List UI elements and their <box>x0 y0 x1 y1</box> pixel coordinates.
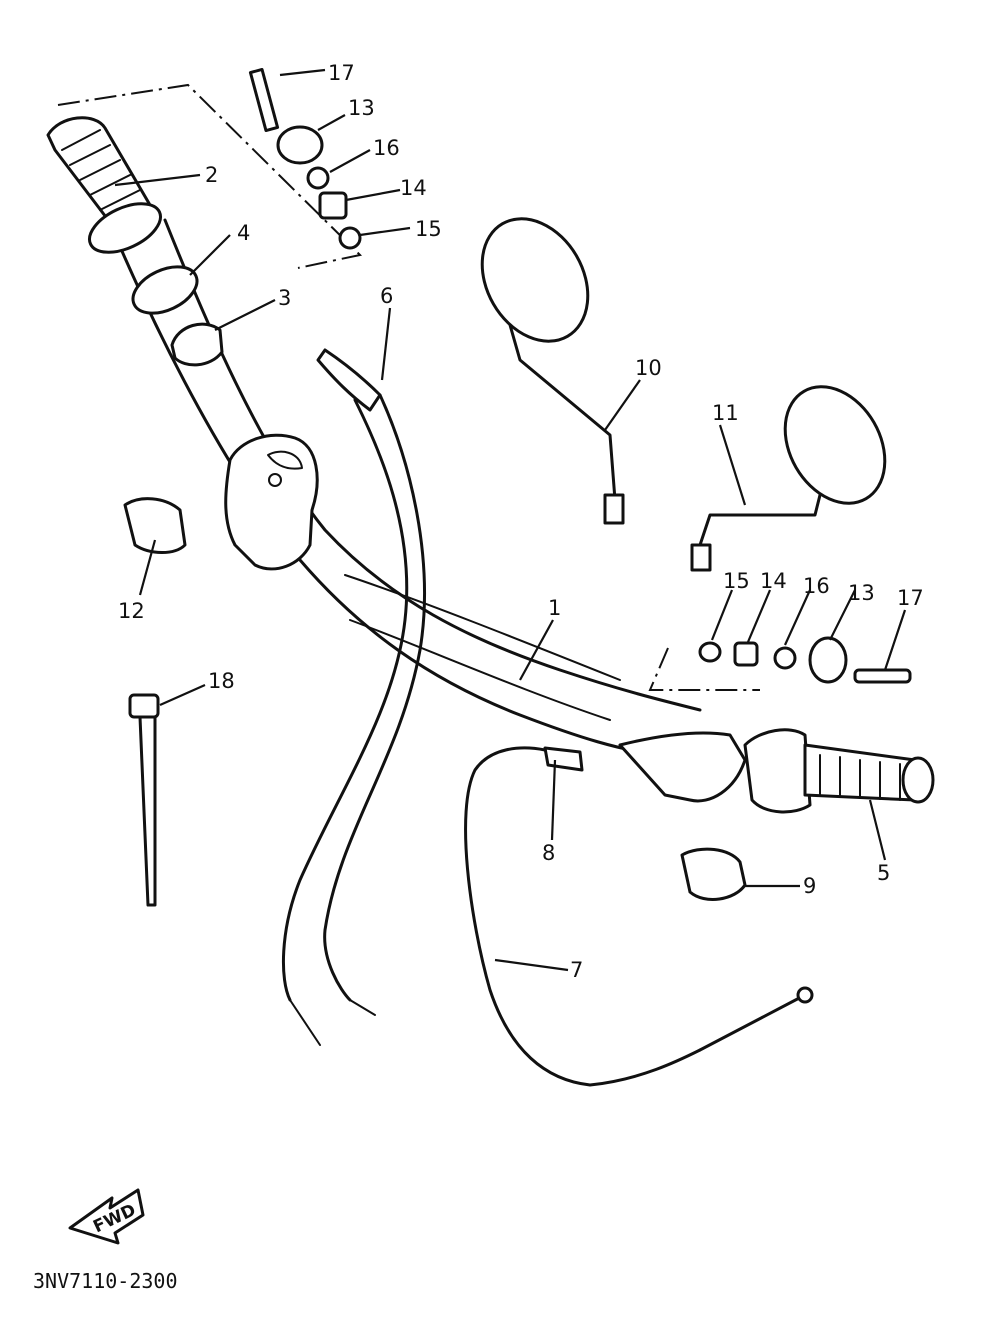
callout-16-right: 16 <box>803 574 830 598</box>
callout-3: 3 <box>278 286 291 310</box>
callout-5: 5 <box>877 861 890 885</box>
callout-12: 12 <box>118 599 145 623</box>
right-lever-assembly <box>618 728 935 814</box>
callout-14-right: 14 <box>760 569 787 593</box>
callout-labels: 17 13 16 14 15 2 4 3 6 10 11 12 18 1 15 … <box>118 61 924 982</box>
cable-tie <box>128 693 160 907</box>
handlebar <box>113 218 702 757</box>
left-switch-housing <box>224 433 319 571</box>
left-mirror <box>480 217 625 525</box>
drawing-code: 3NV7110-2300 <box>33 1269 178 1293</box>
callout-17-right: 17 <box>897 586 924 610</box>
callout-13-right: 13 <box>848 581 875 605</box>
bar-end-set-right <box>698 636 912 684</box>
callout-15-right: 15 <box>723 569 750 593</box>
left-switch <box>123 497 187 554</box>
leader-lines <box>114 68 907 972</box>
throttle-cables <box>281 348 426 1046</box>
bar-end-set-top <box>248 67 362 250</box>
callout-2: 2 <box>205 163 218 187</box>
throttle-grip <box>46 116 162 254</box>
callout-13-top: 13 <box>348 96 375 120</box>
assembly-bracket-top <box>57 83 363 269</box>
callout-18: 18 <box>208 669 235 693</box>
callout-7: 7 <box>570 958 583 982</box>
right-switch <box>680 847 747 901</box>
callout-10: 10 <box>635 356 662 380</box>
callout-14-top: 14 <box>400 176 427 200</box>
clutch-cable <box>464 746 814 1087</box>
fwd-arrow: FWD <box>68 1188 145 1245</box>
callout-9: 9 <box>803 874 816 898</box>
grip-collar <box>131 265 199 315</box>
callout-11: 11 <box>712 401 739 425</box>
callout-17-top: 17 <box>328 61 355 85</box>
right-mirror <box>690 385 887 572</box>
callout-15-top: 15 <box>415 217 442 241</box>
callout-6: 6 <box>380 284 393 308</box>
callout-1: 1 <box>548 596 561 620</box>
assembly-bracket-right <box>648 647 760 691</box>
cable-guide <box>170 322 224 367</box>
callout-8: 8 <box>542 841 555 865</box>
callout-4: 4 <box>237 221 250 245</box>
callout-16-top: 16 <box>373 136 400 160</box>
